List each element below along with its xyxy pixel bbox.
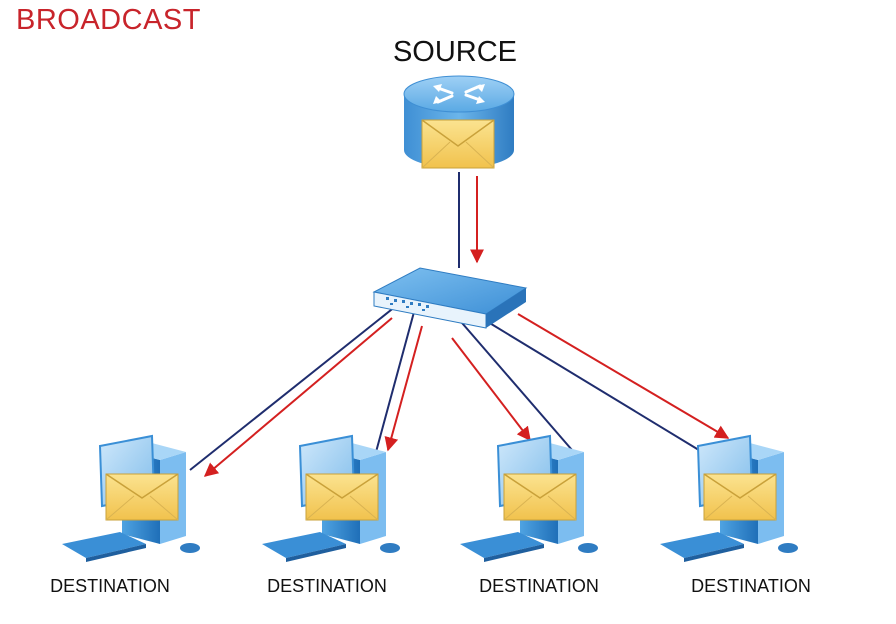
links (189, 172, 713, 471)
destination-label-2: DESTINATION (267, 576, 387, 596)
router-icon (403, 75, 515, 169)
source-label: SOURCE (392, 36, 518, 68)
destination-label-3: DESTINATION (479, 576, 599, 596)
envelope-icon (305, 473, 379, 521)
envelope-icon (503, 473, 577, 521)
envelope-icon (421, 119, 495, 169)
switch-icon (372, 267, 528, 329)
envelope-icon (105, 473, 179, 521)
computer-icon (262, 434, 400, 562)
link-switch-dest-4 (487, 321, 713, 459)
destination-label-1: DESTINATION (50, 576, 170, 596)
envelope-icon (703, 473, 777, 521)
link-switch-dest-3 (455, 315, 573, 451)
destination-computers (62, 434, 798, 562)
broadcast-arrows (203, 176, 730, 477)
diagram-title: BROADCAST (16, 4, 201, 36)
arrow-to-dest-3 (451, 337, 531, 442)
arrow-to-dest-2 (384, 325, 423, 452)
link-switch-dest-1 (189, 305, 397, 471)
computer-icon (460, 434, 598, 562)
computer-icon (62, 434, 200, 562)
arrow-to-dest-1 (203, 317, 393, 477)
destination-label-4: DESTINATION (691, 576, 811, 596)
arrow-to-dest-4 (517, 313, 730, 439)
computer-icon (660, 434, 798, 562)
link-switch-dest-2 (375, 311, 415, 453)
